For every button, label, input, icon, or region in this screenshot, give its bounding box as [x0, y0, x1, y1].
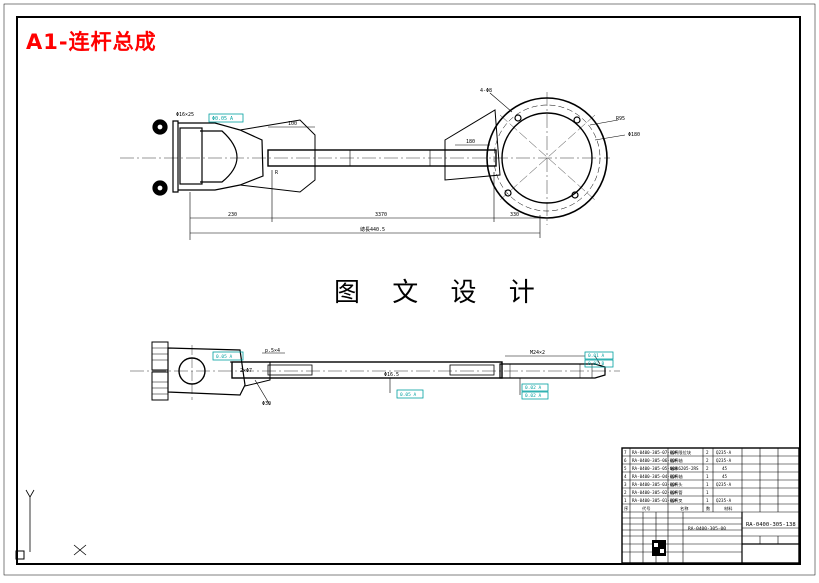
side-view: [130, 341, 620, 406]
svg-text:1: 1: [706, 474, 709, 479]
svg-text:RA-0400-305-06-00A: RA-0400-305-06-00A: [632, 458, 678, 463]
svg-text:RA-0400-305-01-00A: RA-0400-305-01-00A: [632, 498, 678, 503]
watermark-text: 图 文 设 计: [334, 278, 547, 308]
dim-rod-dia: Φ16.5: [384, 372, 399, 378]
drawing-border: [16, 16, 801, 565]
bom-row: 3 RA-0400-305-03-00A 连杆头 1 Q235-A: [624, 481, 732, 488]
dim-overall: 總長440.5: [360, 226, 385, 233]
svg-text:连杆轴: 连杆轴: [670, 457, 683, 464]
top-tolerance-frame: Φ0.05 A: [208, 113, 244, 123]
svg-text:0.02 B: 0.02 B: [588, 361, 605, 367]
bom-row: 5 RA-0400-305-05-00A 轴承6205-2RS 2 45: [624, 465, 728, 472]
svg-text:1: 1: [706, 498, 709, 503]
svg-text:RA-0400-305-07-00A: RA-0400-305-07-00A: [632, 450, 678, 455]
top-view-dimensions: 4-Φ8 R95 Φ180 100 180 230 3370 330 總長440…: [176, 88, 640, 233]
dim-diameter: Φ180: [628, 132, 640, 138]
sheet-title: A1-连杆总成: [26, 30, 157, 54]
svg-text:3: 3: [624, 482, 627, 487]
svg-text:连杆管: 连杆管: [670, 489, 683, 496]
dim-thread: p.5×4: [265, 348, 280, 354]
dim-end-thread: M24×2: [530, 350, 545, 356]
svg-text:45: 45: [722, 474, 728, 479]
svg-text:连杆限位块: 连杆限位块: [670, 449, 692, 456]
svg-text:2: 2: [706, 458, 709, 463]
drawing-number: RA-0400-305-00: [688, 526, 726, 532]
svg-text:RA-0400-305-04-00A: RA-0400-305-04-00A: [632, 474, 678, 479]
svg-text:45: 45: [722, 466, 728, 471]
svg-text:0.05 A: 0.05 A: [400, 392, 417, 398]
sheet-edge: [3, 3, 816, 576]
side-view-dimensions: p.5×4 Φ30 Φ16.5 2×Φ7 M24×2: [240, 348, 545, 407]
top-view: [120, 92, 626, 240]
dim-clevis-length: 230: [228, 212, 237, 218]
dim-pin: Φ16×25: [176, 112, 194, 118]
svg-text:5: 5: [624, 466, 627, 471]
svg-text:Q235-A: Q235-A: [716, 458, 732, 463]
svg-text:7: 7: [624, 450, 627, 455]
dim-r: R: [275, 170, 279, 176]
bom-row: 1 RA-0400-305-01-00A 连杆叉 1 Q235-A: [624, 497, 732, 504]
dim-rod-length: 3370: [375, 212, 387, 218]
ucs-icon: [15, 489, 87, 560]
svg-text:连杆头: 连杆头: [670, 481, 683, 488]
bom-header: 序 代号 名称 数 材料: [624, 505, 733, 512]
bom-row: 7 RA-0400-305-07-00A 连杆限位块 2 Q235-A: [624, 449, 732, 456]
svg-text:0.02 A: 0.02 A: [525, 393, 542, 399]
dim-fork: 180: [466, 139, 475, 145]
svg-text:4: 4: [624, 474, 627, 479]
svg-text:材料: 材料: [724, 505, 733, 512]
svg-text:代号: 代号: [642, 505, 650, 512]
svg-text:2: 2: [624, 490, 627, 495]
svg-text:Q235-A: Q235-A: [716, 482, 732, 487]
svg-text:轴承6205-2RS: 轴承6205-2RS: [670, 465, 699, 472]
svg-text:2: 2: [706, 466, 709, 471]
dim-holes: 4-Φ8: [480, 88, 492, 94]
svg-text:RA-0400-305-03-00A: RA-0400-305-03-00A: [632, 482, 678, 487]
dim-bore: Φ30: [262, 401, 271, 407]
bom-row: 4 RA-0400-305-04-00A 连杆轴 1 45: [624, 473, 728, 480]
dim-pin-holes: 2×Φ7: [240, 368, 252, 374]
dim-radius: R95: [616, 116, 625, 122]
svg-text:Q235-A: Q235-A: [716, 450, 732, 455]
svg-text:1: 1: [706, 482, 709, 487]
title-block: [621, 447, 800, 564]
svg-text:Φ0.05 A: Φ0.05 A: [212, 116, 233, 122]
bom-row: 6 RA-0400-305-06-00A 连杆轴 2 Q235-A: [624, 457, 732, 464]
svg-text:0.01 A: 0.01 A: [588, 353, 605, 359]
svg-text:RA-0400-305-05-00A: RA-0400-305-05-00A: [632, 466, 678, 471]
svg-text:1: 1: [706, 490, 709, 495]
svg-text:序: 序: [624, 505, 628, 512]
svg-text:6: 6: [624, 458, 627, 463]
bom-table: 7 RA-0400-305-07-00A 连杆限位块 2 Q235-A 6 RA…: [624, 449, 733, 512]
side-tolerance-frames: 0.05 A 0.05 A 0.02 A 0.02 A 0.01 A 0.02 …: [212, 351, 614, 400]
svg-text:RA-0400-305-02-00A: RA-0400-305-02-00A: [632, 490, 678, 495]
svg-text:连杆叉: 连杆叉: [670, 497, 683, 504]
svg-text:数: 数: [706, 505, 711, 512]
dim-ring-offset: 330: [510, 212, 519, 218]
svg-text:Q235-A: Q235-A: [716, 498, 732, 503]
svg-text:0.05 A: 0.05 A: [216, 354, 233, 360]
part-code: RA-0400-305-138: [746, 522, 796, 528]
svg-text:连杆轴: 连杆轴: [670, 473, 683, 480]
svg-text:名称: 名称: [680, 505, 688, 512]
svg-text:2: 2: [706, 450, 709, 455]
dim-lug-width: 100: [288, 121, 297, 127]
svg-text:1: 1: [624, 498, 627, 503]
bom-row: 2 RA-0400-305-02-00A 连杆管 1: [624, 489, 709, 496]
svg-text:0.02 A: 0.02 A: [525, 385, 542, 391]
